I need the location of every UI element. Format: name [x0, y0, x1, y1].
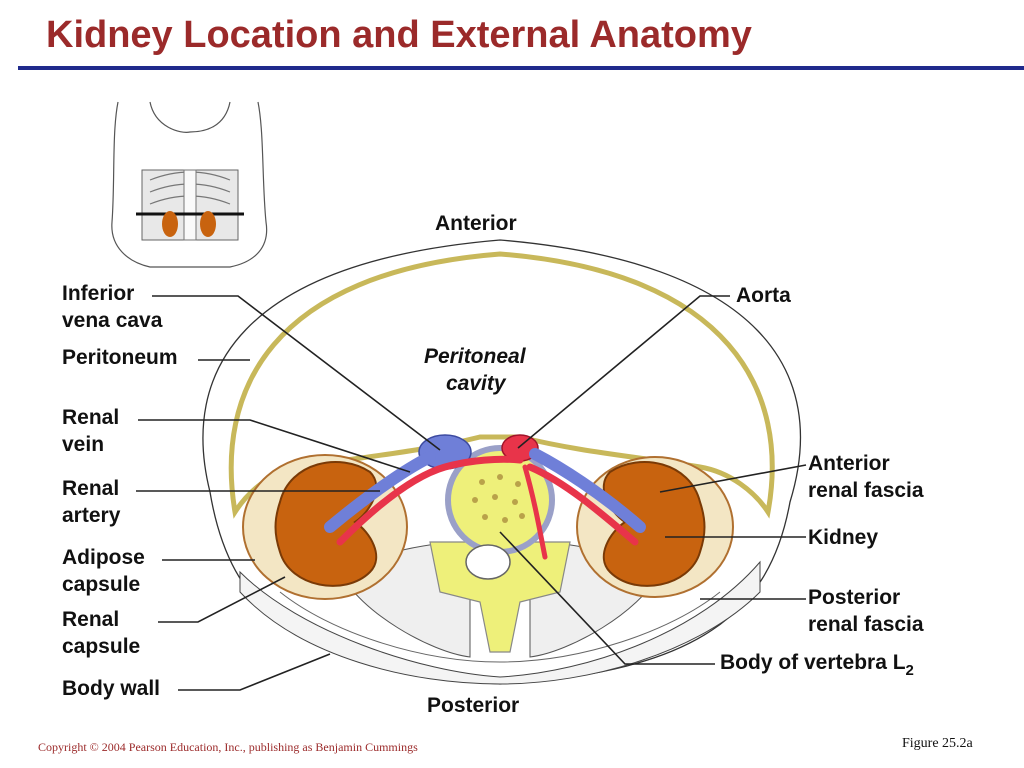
label-anterior: Anterior [435, 212, 517, 235]
body-cross-section [202, 239, 802, 685]
label-aorta: Aorta [736, 284, 791, 307]
label-peritoneal-cavity-line1: Peritoneal [424, 345, 527, 368]
label-posterior-renal-fascia-line1: Posterior [808, 586, 900, 609]
label-anterior-renal-fascia-line2: renal fascia [808, 479, 924, 502]
label-body-wall: Body wall [62, 677, 160, 700]
left-renal-artery [336, 455, 524, 546]
label-inferior-vena-cava-line1: Inferior [62, 282, 134, 305]
label-renal-vein-line2: vein [62, 433, 104, 456]
figure-number: Figure 25.2a [902, 736, 973, 751]
right-kidney [602, 461, 706, 587]
title-divider [18, 66, 1024, 70]
page-title: Kidney Location and External Anatomy [46, 14, 752, 56]
kidney-cross-section-diagram: Anterior Posterior Inferior vena cava Pe… [62, 101, 924, 717]
label-adipose-capsule-line1: Adipose [62, 546, 145, 569]
label-renal-capsule-line2: capsule [62, 635, 140, 658]
spinal-cord [465, 544, 511, 580]
copyright-notice: Copyright © 2004 Pearson Education, Inc.… [38, 740, 418, 754]
label-renal-capsule-line1: Renal [62, 608, 119, 631]
label-renal-vein-line1: Renal [62, 406, 119, 429]
label-anterior-renal-fascia-line1: Anterior [808, 452, 890, 475]
label-body-of-vertebra: Body of vertebra L2 [720, 651, 914, 679]
label-renal-artery-line2: artery [62, 504, 121, 527]
inset-right-kidney [200, 211, 216, 237]
label-peritoneal-cavity-line2: cavity [446, 372, 507, 395]
label-kidney: Kidney [808, 526, 878, 549]
peritoneum [228, 251, 775, 519]
label-renal-artery-line1: Renal [62, 477, 119, 500]
label-adipose-capsule-line2: capsule [62, 573, 140, 596]
right-renal-artery [526, 463, 639, 546]
vertebra-subscript: 2 [906, 662, 914, 679]
label-posterior-renal-fascia-line2: renal fascia [808, 613, 924, 636]
inset-left-kidney [162, 211, 178, 237]
left-renal-vein [324, 451, 436, 533]
label-posterior: Posterior [427, 694, 519, 717]
leader-lines [136, 295, 807, 691]
torso-locator-inset [111, 101, 268, 268]
label-inferior-vena-cava-line2: vena cava [62, 309, 163, 332]
right-renal-vein [529, 448, 646, 533]
label-peritoneum: Peritoneum [62, 346, 178, 369]
